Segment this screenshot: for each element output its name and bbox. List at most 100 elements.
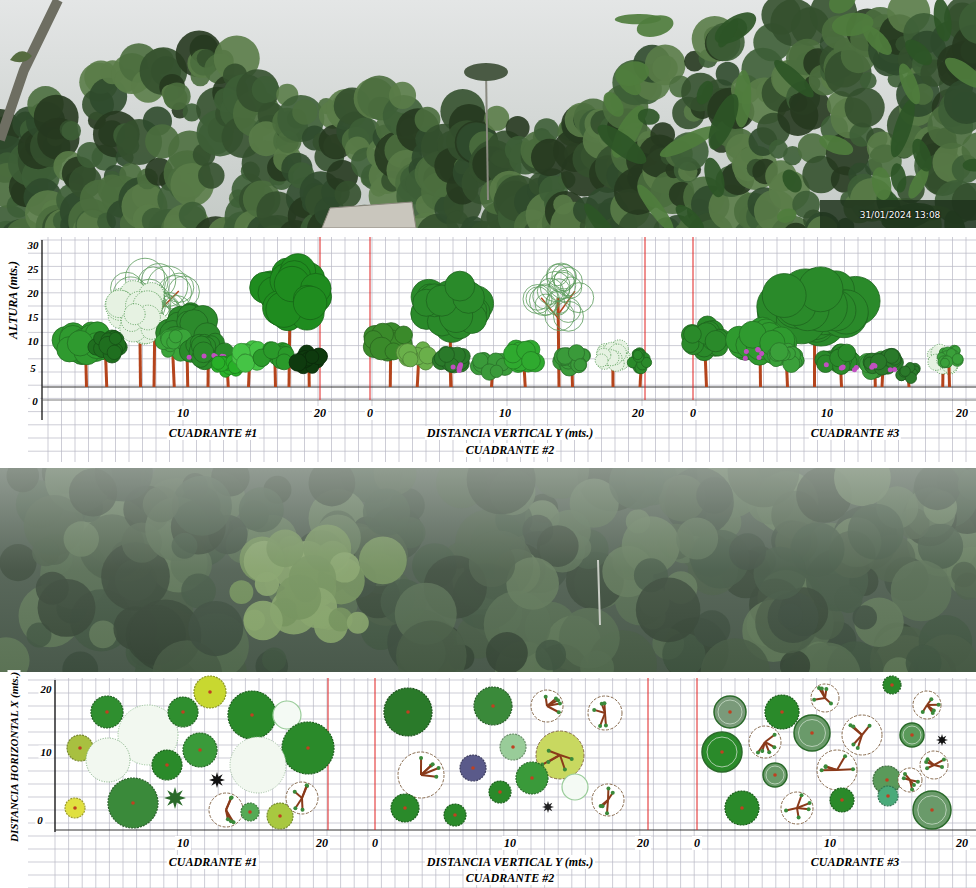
grid-line <box>28 398 976 399</box>
grid-line <box>912 237 913 462</box>
crown-plan <box>384 688 432 736</box>
big-leaf <box>592 118 652 170</box>
chart-ground <box>0 232 976 466</box>
tree-crown <box>445 271 475 301</box>
tree-crown <box>403 352 418 367</box>
crown-circle <box>152 750 182 780</box>
big-leaf <box>931 0 954 43</box>
crown-branch <box>600 713 605 726</box>
grid-line <box>707 678 708 888</box>
tree-crown <box>574 359 586 371</box>
tree-crown <box>568 345 584 361</box>
grid-line <box>358 237 359 462</box>
crown-branch <box>302 786 307 798</box>
tree-crown <box>870 354 886 370</box>
tree-profile <box>937 345 963 387</box>
canopy-photo <box>0 468 976 672</box>
leaf-dot <box>434 775 438 779</box>
tree-profile <box>726 317 797 387</box>
leaf-dot <box>230 795 234 799</box>
tree-profile <box>396 342 436 387</box>
tree-crown <box>305 350 319 364</box>
tree-profile <box>863 348 903 387</box>
leaf-dot <box>554 697 558 701</box>
flower <box>854 365 859 370</box>
leaf-dot <box>570 757 574 761</box>
leaf-dot <box>611 791 615 795</box>
grid-line <box>367 678 368 888</box>
tree-crown <box>770 343 788 361</box>
tree-profile <box>627 348 651 387</box>
grid-line <box>803 678 804 888</box>
tree-crown <box>595 354 608 367</box>
grid-line <box>626 678 627 888</box>
quadrant-divider <box>697 678 698 830</box>
crown-circle <box>286 782 318 814</box>
tree-profile <box>681 316 730 387</box>
grid-line <box>966 678 967 888</box>
tree-crown <box>633 350 642 359</box>
crown-circle <box>384 688 432 736</box>
grid-line <box>694 678 695 888</box>
flower <box>743 356 748 361</box>
crown-circle <box>398 752 444 798</box>
crown-plan <box>592 784 624 816</box>
grid-line <box>28 810 976 811</box>
tree-profile <box>595 340 632 387</box>
quadrant-divider <box>693 237 694 400</box>
crown-center <box>208 690 212 694</box>
grid-line <box>28 240 976 241</box>
tree-crown <box>107 345 121 359</box>
star-crown <box>164 787 186 809</box>
tree-profile <box>250 254 332 387</box>
crown-plan <box>398 752 444 798</box>
foliage <box>389 82 416 109</box>
big-leaf <box>579 199 625 228</box>
crown-plan <box>474 687 512 725</box>
big-leaf <box>693 78 716 107</box>
crown-branch <box>547 706 559 712</box>
leaf-dot <box>598 724 602 728</box>
crown-circle <box>183 733 217 767</box>
crown-plan <box>286 782 318 814</box>
y-axis <box>54 680 55 832</box>
leaf-dot <box>546 760 550 764</box>
tree-crown <box>439 347 455 363</box>
grid-line <box>28 680 976 681</box>
crown-branch <box>548 755 560 762</box>
grid-line <box>748 678 749 888</box>
grid-line <box>653 678 654 888</box>
leaf-dot <box>606 786 610 790</box>
big-leaf <box>710 6 762 50</box>
profile-trees <box>52 254 963 387</box>
foliage <box>198 162 224 188</box>
crown-plan <box>194 676 226 708</box>
flower <box>757 355 762 360</box>
tree-crown <box>705 330 726 351</box>
tree-profile <box>896 362 920 387</box>
grid-line <box>129 237 130 462</box>
ground-line <box>42 387 976 388</box>
foliage <box>252 76 279 103</box>
fog <box>0 468 976 672</box>
crown-branch <box>560 755 565 770</box>
tree-crown <box>547 263 576 292</box>
big-leaf <box>633 181 679 228</box>
dark-corner <box>820 200 976 228</box>
crown-plan <box>562 774 588 800</box>
tree-profile <box>156 303 221 387</box>
crown-plan <box>108 778 158 828</box>
tree-crown <box>289 354 307 372</box>
tree-crown <box>548 279 570 301</box>
big-leaf <box>701 155 729 199</box>
big-leaf <box>599 89 627 121</box>
crown-center <box>181 710 185 714</box>
crown-circle <box>282 722 334 774</box>
big-leaf <box>901 35 937 70</box>
crown-circle <box>460 755 486 781</box>
tree-crown <box>941 356 953 368</box>
y-axis <box>41 240 42 420</box>
crown-center <box>511 745 515 749</box>
grid-line <box>682 237 683 462</box>
